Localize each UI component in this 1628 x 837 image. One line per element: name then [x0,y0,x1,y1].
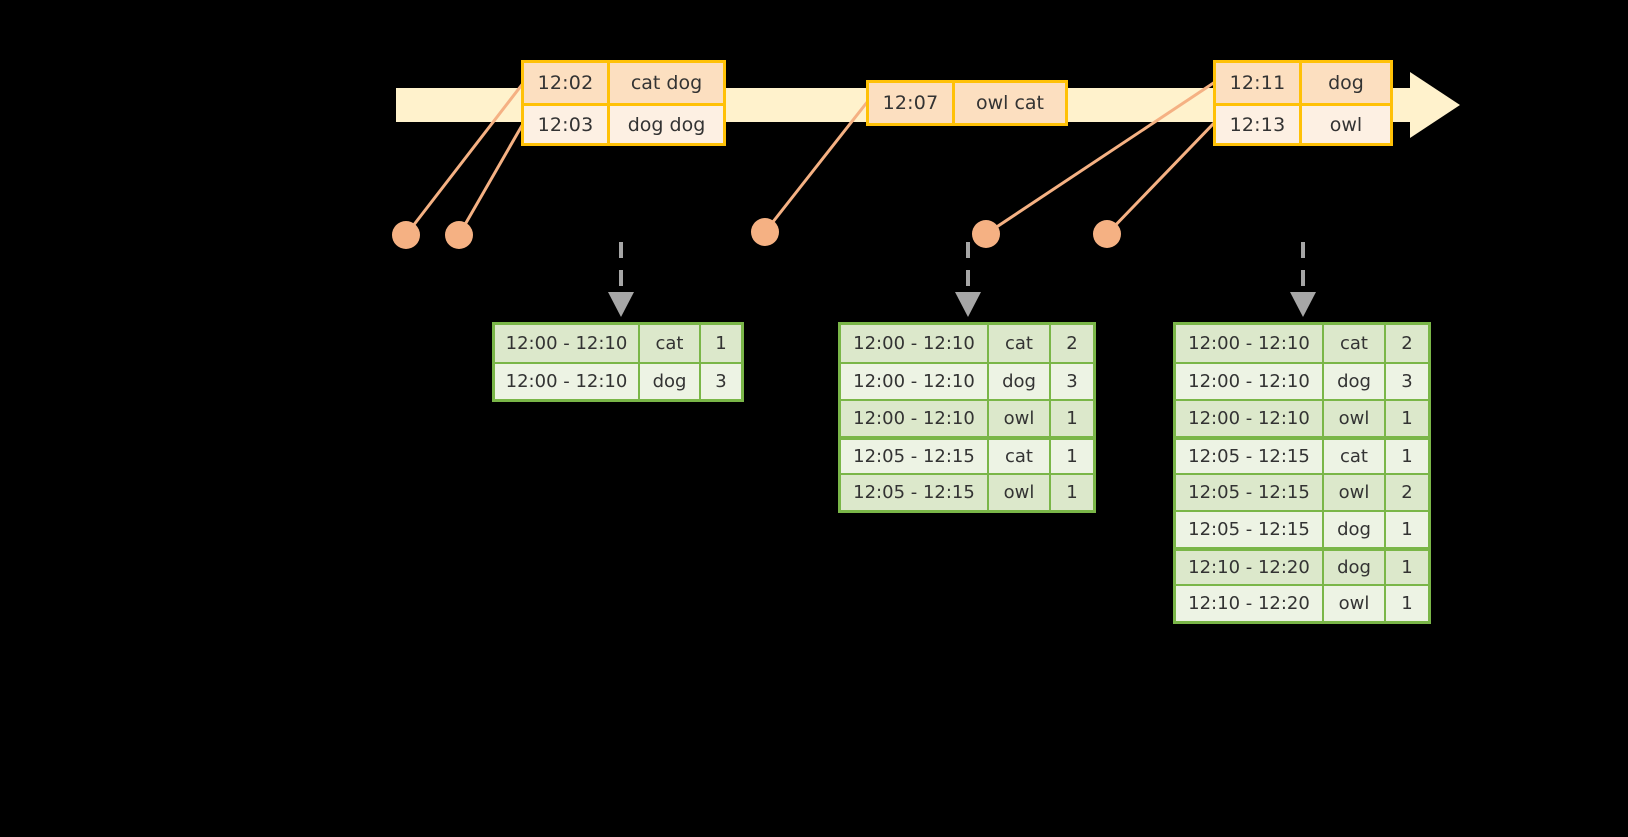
event-time: 12:11 [1216,63,1302,103]
count-cell: 1 [1401,408,1413,429]
dot-4 [972,220,1000,248]
window-cell: 12:05 - 12:15 [841,475,989,510]
table-row[interactable]: 12:05 - 12:15 owl 1 [841,473,1093,510]
window-cell: 12:05 - 12:15 [841,440,989,473]
key-cell: cat [989,440,1051,473]
event-value: dog [1328,72,1364,94]
connector-line-1 [404,81,526,236]
result-table-3[interactable]: 12:00 - 12:10 cat 2 12:00 - 12:10 dog 3 … [1173,322,1431,624]
event-box-1[interactable]: 12:02 cat dog 12:03 dog dog [521,60,726,146]
event-row[interactable]: 12:03 dog dog [524,103,723,143]
count-cell: 1 [1066,446,1078,467]
count-cell: 1 [715,333,727,354]
count-cell: 2 [1066,333,1078,354]
window-cell: 12:05 - 12:15 [1176,440,1324,473]
key-cell: owl [989,401,1051,436]
window-cell: 12:10 - 12:20 [1176,551,1324,584]
dot-2 [445,221,473,249]
key-cell: dog [1324,364,1386,399]
table-row[interactable]: 12:00 - 12:10 dog 3 [495,362,741,399]
table-row[interactable]: 12:05 - 12:15 cat 1 [1176,436,1428,473]
key-cell: cat [1324,325,1386,362]
window-cell: 12:00 - 12:10 [841,364,989,399]
table-row[interactable]: 12:00 - 12:10 dog 3 [841,362,1093,399]
event-time: 12:13 [1216,106,1302,143]
key-cell: cat [640,325,701,362]
window-cell: 12:00 - 12:10 [495,325,640,362]
connector-line-5 [1105,120,1217,236]
count-cell: 1 [1401,519,1413,540]
table-row[interactable]: 12:00 - 12:10 cat 1 [495,325,741,362]
key-cell: dog [1324,551,1386,584]
key-cell: dog [640,364,701,399]
event-row[interactable]: 12:11 dog [1216,63,1390,103]
window-cell: 12:05 - 12:15 [1176,475,1324,510]
window-cell: 12:00 - 12:10 [1176,401,1324,436]
count-cell: 1 [1066,482,1078,503]
key-cell: dog [989,364,1051,399]
table-row[interactable]: 12:05 - 12:15 cat 1 [841,436,1093,473]
dot-1 [392,221,420,249]
count-cell: 1 [1401,557,1413,578]
window-cell: 12:10 - 12:20 [1176,586,1324,621]
table-row[interactable]: 12:05 - 12:15 dog 1 [1176,510,1428,547]
event-box-2[interactable]: 12:07 owl cat [866,80,1068,126]
timeline-arrow-neck [1390,88,1420,122]
timeline-arrow-head [1410,72,1460,138]
event-value: owl cat [975,92,1045,114]
key-cell: cat [1324,440,1386,473]
count-cell: 1 [1066,408,1078,429]
event-value: cat dog [630,72,703,94]
dashed-arrow-heads [608,292,1316,317]
event-value: dog dog [627,113,706,136]
result-table-1[interactable]: 12:00 - 12:10 cat 1 12:00 - 12:10 dog 3 [492,322,744,402]
count-cell: 1 [1401,446,1413,467]
dot-3 [751,218,779,246]
table-row[interactable]: 12:10 - 12:20 owl 1 [1176,584,1428,621]
dashed-arrows [619,242,1305,292]
event-time: 12:02 [524,63,610,103]
result-table-2[interactable]: 12:00 - 12:10 cat 2 12:00 - 12:10 dog 3 … [838,322,1096,513]
key-cell: owl [1324,475,1386,510]
table-row[interactable]: 12:05 - 12:15 owl 2 [1176,473,1428,510]
key-cell: cat [989,325,1051,362]
count-cell: 3 [1401,371,1413,392]
event-time: 12:07 [869,83,955,123]
connector-line-2 [457,121,526,236]
key-cell: owl [1324,401,1386,436]
dashed-arrow-head-2 [955,292,981,317]
count-cell: 1 [1401,593,1413,614]
window-cell: 12:00 - 12:10 [495,364,640,399]
window-cell: 12:00 - 12:10 [1176,325,1324,362]
key-cell: owl [989,475,1051,510]
dashed-arrow-head-1 [608,292,634,317]
count-cell: 3 [1066,371,1078,392]
count-cell: 2 [1401,333,1413,354]
window-cell: 12:00 - 12:10 [841,325,989,362]
dashed-arrow-head-3 [1290,292,1316,317]
connector-dots [392,218,1121,249]
window-cell: 12:00 - 12:10 [1176,364,1324,399]
count-cell: 3 [715,371,727,392]
event-value: owl [1329,113,1363,136]
table-row[interactable]: 12:00 - 12:10 owl 1 [841,399,1093,436]
window-cell: 12:05 - 12:15 [1176,512,1324,547]
table-row[interactable]: 12:00 - 12:10 cat 2 [1176,325,1428,362]
event-row[interactable]: 12:13 owl [1216,103,1390,143]
event-box-3[interactable]: 12:11 dog 12:13 owl [1213,60,1393,146]
event-row[interactable]: 12:07 owl cat [869,83,1065,123]
table-row[interactable]: 12:00 - 12:10 cat 2 [841,325,1093,362]
table-row[interactable]: 12:00 - 12:10 dog 3 [1176,362,1428,399]
connector-line-3 [763,100,870,233]
key-cell: dog [1324,512,1386,547]
event-time: 12:03 [524,106,610,143]
table-row[interactable]: 12:10 - 12:20 dog 1 [1176,547,1428,584]
dot-5 [1093,220,1121,248]
count-cell: 2 [1401,482,1413,503]
window-cell: 12:00 - 12:10 [841,401,989,436]
table-row[interactable]: 12:00 - 12:10 owl 1 [1176,399,1428,436]
event-row[interactable]: 12:02 cat dog [524,63,723,103]
key-cell: owl [1324,586,1386,621]
